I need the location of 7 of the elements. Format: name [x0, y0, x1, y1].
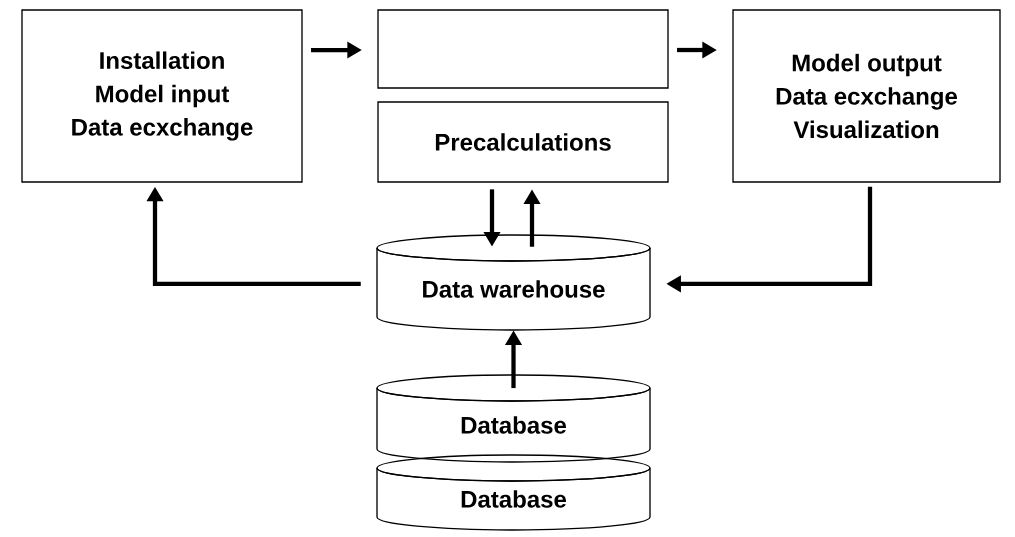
database-cylinder: Database	[376, 374, 651, 463]
process-box: Installation Model input Data ecxchange	[21, 9, 303, 183]
process-box: Model output Data ecxchange Visualization	[732, 9, 1001, 183]
database-cylinder: Data warehouse	[376, 234, 651, 331]
process-box	[377, 9, 669, 89]
process-box: Precalculations	[377, 101, 669, 183]
database-cylinder: Database	[376, 454, 651, 531]
